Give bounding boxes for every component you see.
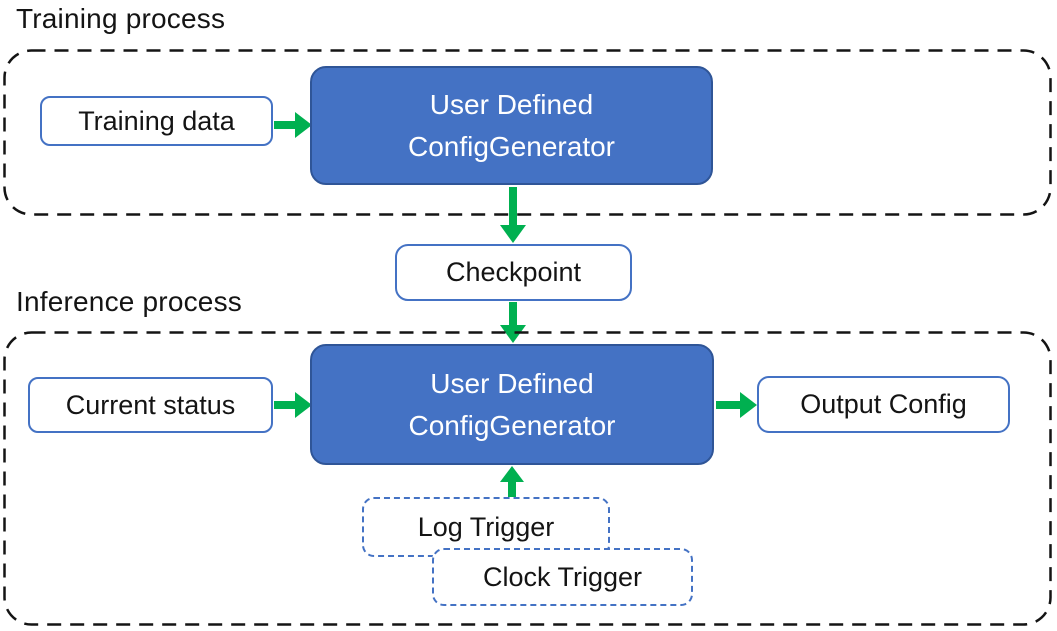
arrow-head-down xyxy=(500,325,526,343)
arrow-generator-to-checkpoint xyxy=(500,187,526,243)
inference-process-container xyxy=(3,331,1052,626)
training-generator-line1: User Defined xyxy=(429,88,594,120)
arrow-head-up xyxy=(500,466,524,482)
clock-trigger-label: Clock Trigger xyxy=(482,561,643,592)
arrow-shaft xyxy=(274,121,295,129)
arrow-training-data-to-generator xyxy=(274,112,312,138)
training-process-container xyxy=(3,49,1052,216)
arrow-current-status-to-generator xyxy=(274,392,312,418)
arrow-shaft xyxy=(509,302,517,325)
training-process-label: Training process xyxy=(16,3,226,34)
training-data-label: Training data xyxy=(78,105,235,136)
arrow-shaft xyxy=(274,401,295,409)
arrow-checkpoint-to-inference-generator xyxy=(500,302,526,343)
log-trigger-label: Log Trigger xyxy=(417,511,555,542)
arrow-head-down xyxy=(500,225,526,243)
current-status-box: Current status xyxy=(28,377,273,433)
training-generator-line2: ConfigGenerator xyxy=(407,130,615,162)
arrow-triggers-to-generator xyxy=(500,466,524,497)
inference-generator-line1: User Defined xyxy=(430,367,594,399)
arrow-shaft xyxy=(508,482,516,497)
checkpoint-label: Checkpoint xyxy=(445,257,582,287)
arrow-shaft xyxy=(509,187,517,225)
arrow-head-right xyxy=(295,112,312,138)
current-status-label: Current status xyxy=(65,389,236,420)
arrow-head-right xyxy=(740,392,757,418)
inference-process-label: Inference process xyxy=(16,286,242,317)
training-data-box: Training data xyxy=(40,96,273,146)
clock-trigger-box: Clock Trigger xyxy=(432,548,693,606)
output-config-box: Output Config xyxy=(757,376,1010,433)
checkpoint-box: Checkpoint xyxy=(395,244,632,301)
training-generator-box: User Defined ConfigGenerator xyxy=(310,66,713,185)
output-config-label: Output Config xyxy=(800,389,967,419)
inference-generator-box: User Defined ConfigGenerator xyxy=(310,344,714,465)
inference-generator-line2: ConfigGenerator xyxy=(408,409,616,441)
arrow-head-right xyxy=(295,392,312,418)
arrow-generator-to-output-config xyxy=(716,392,757,418)
arrow-shaft xyxy=(716,401,740,409)
